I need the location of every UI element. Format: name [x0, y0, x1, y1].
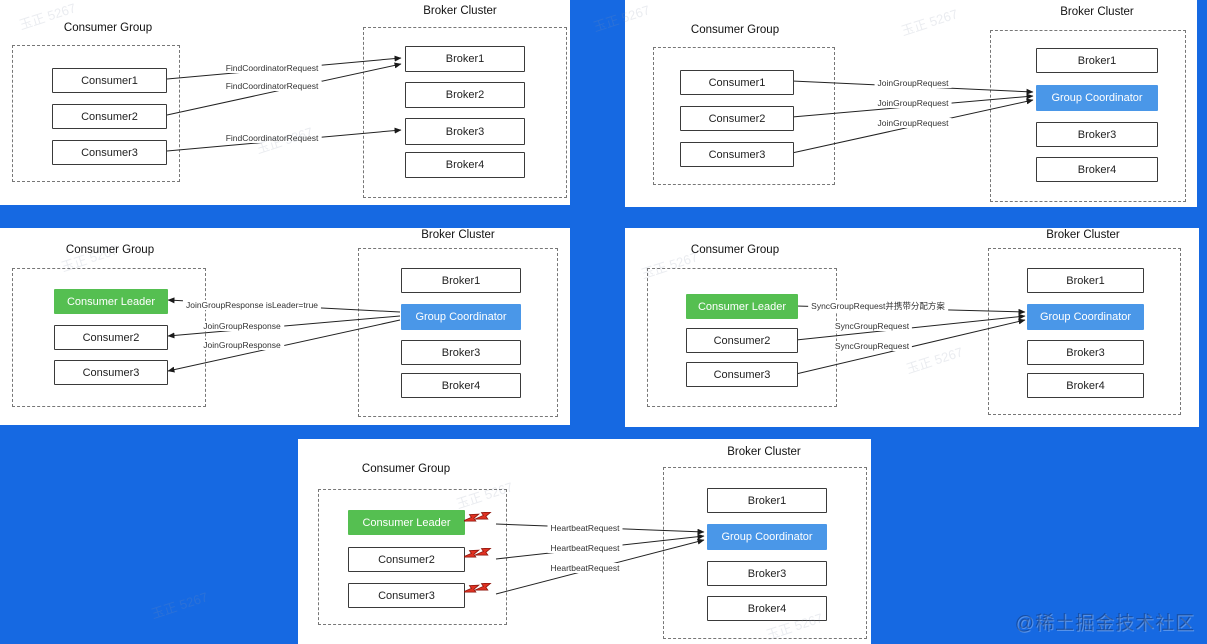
- consumer-node: Consumer3: [54, 360, 168, 385]
- panel-step-5-heartbeat-request: Consumer Leader Consumer2 Consumer3 Brok…: [298, 439, 871, 644]
- broker-cluster-title: Broker Cluster: [727, 446, 801, 458]
- consumer-node: Consumer2: [54, 325, 168, 350]
- message-label: FindCoordinatorRequest: [222, 81, 322, 91]
- broker-node: Broker2: [405, 82, 525, 108]
- consumer-node: Consumer2: [52, 104, 167, 129]
- broker-node: Broker4: [1027, 373, 1144, 398]
- broker-cluster-box: [990, 30, 1186, 202]
- consumer-leader-node: Consumer Leader: [54, 289, 168, 314]
- lightning-icon: [464, 512, 493, 522]
- lightning-icon: [464, 548, 493, 558]
- broker-node: Broker1: [1036, 48, 1158, 73]
- broker-cluster-box: [988, 248, 1181, 415]
- message-label: JoinGroupResponse isLeader=true: [182, 300, 322, 310]
- consumer-node: Consumer1: [680, 70, 794, 95]
- broker-node: Broker4: [1036, 157, 1158, 182]
- message-label: JoinGroupRequest: [874, 78, 952, 88]
- lightning-icon: [464, 583, 493, 593]
- consumer-node: Consumer3: [680, 142, 794, 167]
- broker-node: Broker4: [707, 596, 827, 621]
- group-coordinator-node: Group Coordinator: [1027, 304, 1144, 330]
- message-label: FindCoordinatorRequest: [222, 63, 322, 73]
- message-label: HeartbeatRequest: [547, 523, 623, 533]
- message-label: SyncGroupRequest并携带分配方案: [808, 300, 948, 312]
- panel-step-2-join-group-request: Consumer1 Consumer2 Consumer3 Broker1 Gr…: [625, 0, 1197, 207]
- broker-node: Broker3: [405, 118, 525, 145]
- broker-node: Broker3: [1036, 122, 1158, 147]
- broker-node: Broker3: [401, 340, 521, 365]
- consumer-node: Consumer3: [52, 140, 167, 165]
- broker-node: Broker1: [401, 268, 521, 293]
- group-coordinator-node: Group Coordinator: [1036, 85, 1158, 111]
- broker-node: Broker1: [707, 488, 827, 513]
- consumer-group-box: [12, 45, 180, 182]
- broker-node: Broker3: [707, 561, 827, 586]
- consumer-node: Consumer1: [52, 68, 167, 93]
- consumer-node: Consumer2: [348, 547, 465, 572]
- consumer-node: Consumer2: [680, 106, 794, 131]
- broker-cluster-box: [363, 27, 567, 198]
- broker-cluster-box: [358, 248, 558, 417]
- broker-node: Broker1: [405, 46, 525, 72]
- consumer-group-box: [12, 268, 206, 407]
- message-label: SyncGroupRequest: [831, 321, 913, 331]
- broker-node: Broker3: [1027, 340, 1144, 365]
- message-label: JoinGroupResponse: [200, 340, 284, 350]
- consumer-group-title: Consumer Group: [690, 24, 780, 36]
- consumer-node: Consumer2: [686, 328, 798, 353]
- broker-cluster-title: Broker Cluster: [423, 5, 497, 17]
- group-coordinator-node: Group Coordinator: [401, 304, 521, 330]
- site-watermark: @稀土掘金技术社区: [1014, 613, 1195, 634]
- consumer-group-box: [318, 489, 507, 625]
- panel-step-4-sync-group-request: Consumer Leader Consumer2 Consumer3 Brok…: [625, 228, 1199, 427]
- consumer-group-title: Consumer Group: [690, 244, 780, 256]
- broker-cluster-box: [663, 467, 867, 639]
- broker-cluster-title: Broker Cluster: [1046, 229, 1120, 241]
- message-label: JoinGroupRequest: [874, 118, 952, 128]
- message-label: FindCoordinatorRequest: [222, 133, 322, 143]
- consumer-group-title: Consumer Group: [65, 244, 155, 256]
- message-label: HeartbeatRequest: [547, 563, 623, 573]
- message-label: JoinGroupResponse: [200, 321, 284, 331]
- consumer-group-title: Consumer Group: [63, 22, 153, 34]
- diagonal-watermark: 玉正 5267: [149, 589, 210, 622]
- consumer-group-title: Consumer Group: [361, 463, 451, 475]
- consumer-group-box: [653, 47, 835, 185]
- panel-step-1-find-coordinator: Consumer1 Consumer2 Consumer3 Broker1 Br…: [0, 0, 570, 205]
- broker-cluster-title: Broker Cluster: [421, 229, 495, 241]
- message-label: HeartbeatRequest: [547, 543, 623, 553]
- consumer-node: Consumer3: [348, 583, 465, 608]
- consumer-group-box: [647, 268, 837, 407]
- consumer-node: Consumer3: [686, 362, 798, 387]
- broker-cluster-title: Broker Cluster: [1060, 6, 1134, 18]
- broker-node: Broker1: [1027, 268, 1144, 293]
- message-label: SyncGroupRequest: [831, 341, 913, 351]
- consumer-leader-node: Consumer Leader: [348, 510, 465, 535]
- message-label: JoinGroupRequest: [874, 98, 952, 108]
- group-coordinator-node: Group Coordinator: [707, 524, 827, 550]
- broker-node: Broker4: [405, 152, 525, 178]
- broker-node: Broker4: [401, 373, 521, 398]
- panel-step-3-join-group-response: Consumer Leader Consumer2 Consumer3 Brok…: [0, 228, 570, 425]
- consumer-leader-node: Consumer Leader: [686, 294, 798, 319]
